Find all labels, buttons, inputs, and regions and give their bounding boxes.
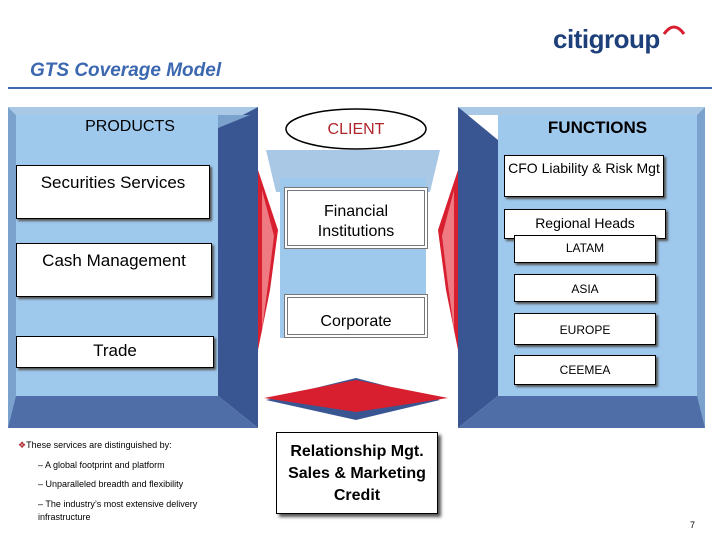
relationship-box[interactable]: Relationship Mgt. Sales & Marketing Cred… bbox=[276, 432, 438, 514]
client-heading: CLIENT bbox=[327, 121, 385, 138]
client-label: Financial Institutions bbox=[317, 203, 395, 240]
note-text: A global footprint and platform bbox=[45, 460, 165, 470]
note-item: – A global footprint and platform bbox=[38, 460, 165, 470]
region-box-europe[interactable]: EUROPE bbox=[514, 313, 656, 345]
product-label: Trade bbox=[93, 341, 137, 360]
region-label: CEEMEA bbox=[559, 363, 611, 377]
notes-list: ❖These services are distinguished by: – … bbox=[18, 440, 228, 533]
citigroup-logo: citigroup bbox=[553, 24, 660, 54]
product-label: Securities Services bbox=[40, 173, 186, 192]
region-box-ceemea[interactable]: CEEMEA bbox=[514, 355, 656, 385]
client-label: Corporate bbox=[320, 313, 392, 330]
note-item: – Unparalleled breadth and flexibility bbox=[38, 479, 184, 489]
notes-intro-text: These services are distinguished by: bbox=[26, 440, 172, 450]
functions-label: Regional Heads bbox=[535, 215, 635, 231]
bottom-red-arrow-icon bbox=[264, 380, 448, 412]
product-box-securities-services[interactable]: Securities Services bbox=[16, 165, 210, 219]
note-text: Unparalleled breadth and flexibility bbox=[45, 479, 184, 489]
client-box-corporate[interactable]: Corporate bbox=[284, 294, 428, 338]
region-box-latam[interactable]: LATAM bbox=[514, 235, 656, 263]
products-heading: PRODUCTS bbox=[85, 118, 175, 135]
functions-heading: FUNCTIONS bbox=[547, 118, 648, 137]
relationship-label: Relationship Mgt. Sales & Marketing Cred… bbox=[288, 443, 426, 504]
diamond-bullet-icon: ❖ bbox=[18, 440, 27, 450]
product-box-trade[interactable]: Trade bbox=[16, 336, 214, 368]
region-label: EUROPE bbox=[559, 323, 611, 337]
client-box-financial-institutions[interactable]: Financial Institutions bbox=[284, 187, 428, 249]
note-item: – The industry’s most extensive delivery… bbox=[38, 499, 198, 522]
functions-label: CFO Liability & Risk Mgt bbox=[508, 160, 660, 176]
logo-arc-icon bbox=[662, 25, 686, 35]
page-number: 7 bbox=[690, 520, 696, 530]
functions-box-regional-heads[interactable]: Regional Heads bbox=[504, 209, 666, 239]
region-label: LATAM bbox=[565, 241, 605, 255]
notes-intro: ❖These services are distinguished by: bbox=[18, 440, 228, 451]
functions-box-cfo[interactable]: CFO Liability & Risk Mgt bbox=[504, 155, 664, 197]
product-box-cash-management[interactable]: Cash Management bbox=[16, 243, 212, 297]
title-underline bbox=[8, 87, 712, 89]
page-title: GTS Coverage Model bbox=[30, 60, 222, 81]
region-label: ASIA bbox=[571, 282, 599, 296]
region-box-asia[interactable]: ASIA bbox=[514, 274, 656, 302]
product-label: Cash Management bbox=[42, 251, 186, 270]
note-text: The industry’s most extensive delivery i… bbox=[38, 499, 198, 522]
